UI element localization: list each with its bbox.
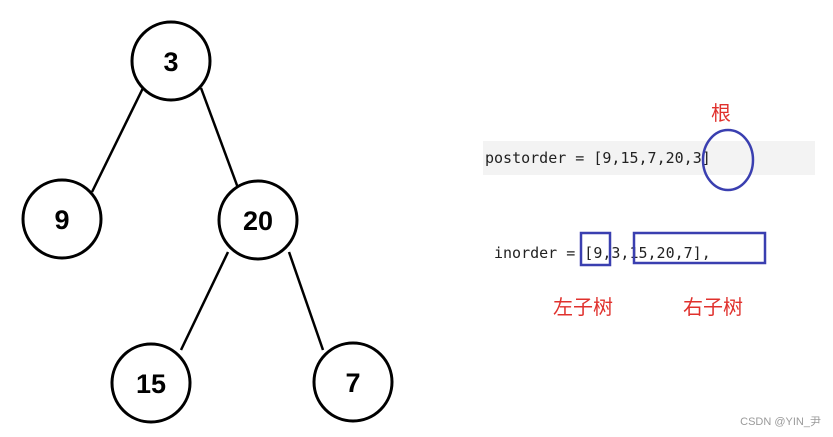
node-label: 20 [243,206,273,236]
left-subtree-label: 左子树 [553,295,613,319]
tree-node: 9 [21,178,103,260]
node-label: 7 [345,368,360,398]
node-label: 15 [136,369,166,399]
edge-20-7 [287,251,325,351]
tree-node: 7 [312,341,394,423]
root-label: 根 [711,101,731,125]
inorder-code: inorder = [9,3,15,20,7], [491,236,774,270]
tree-node: 20 [217,179,299,261]
postorder-code: postorder = [9,15,7,20,3] [483,141,815,175]
node-label: 9 [54,205,69,235]
edge-3-9 [90,87,145,193]
edge-20-15 [179,251,230,351]
binary-tree-diagram: 3 9 20 15 7 [21,20,394,424]
right-subtree-label: 右子树 [683,295,743,319]
watermark: CSDN @YIN_尹 [740,416,821,428]
node-label: 3 [163,47,178,77]
tree-node: 3 [130,20,212,102]
edge-3-20 [199,87,240,189]
tree-node: 15 [110,342,192,424]
